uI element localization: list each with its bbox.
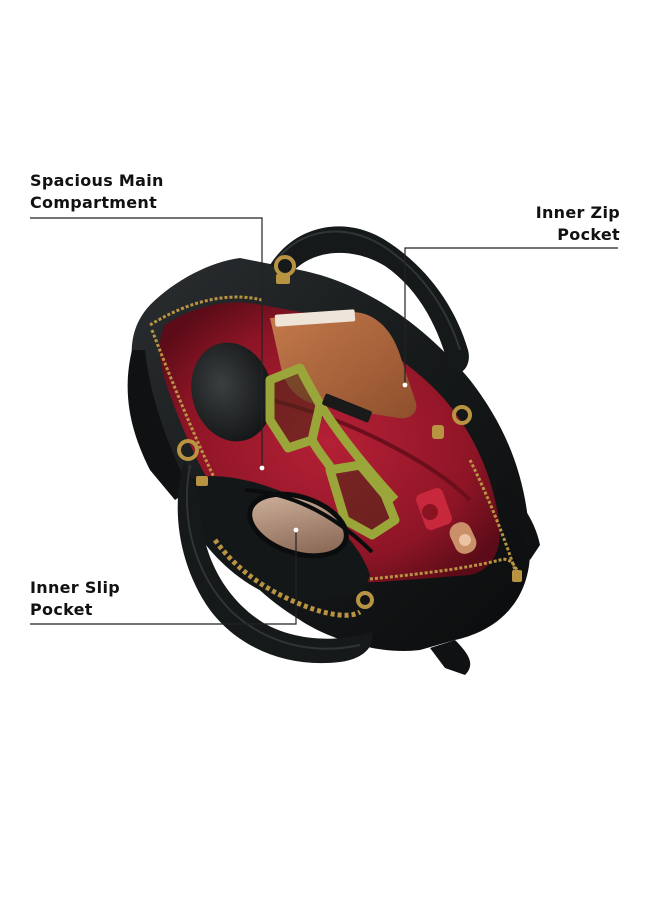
lipstick <box>449 522 477 554</box>
callout-slip-line2: Pocket <box>30 600 93 619</box>
hardware-clasps <box>196 274 522 582</box>
callout-inner-slip-pocket: Inner Slip Pocket <box>30 577 120 621</box>
brand-tag <box>322 393 372 423</box>
top-handle <box>270 226 469 374</box>
compact-mirror <box>191 342 273 442</box>
sunglasses <box>265 363 400 540</box>
callout-main-line1: Spacious Main <box>30 171 164 190</box>
leader-inner-slip-pocket <box>30 530 297 625</box>
zipper <box>149 295 522 582</box>
callout-main-line2: Compartment <box>30 193 158 212</box>
callout-main-compartment: Spacious Main Compartment <box>30 170 164 214</box>
leader-main-compartment <box>30 217 263 468</box>
perfume-bottle <box>416 488 452 530</box>
callout-slip-line1: Inner Slip <box>30 578 120 597</box>
callout-zip-line2: Pocket <box>557 225 620 244</box>
callout-zip-line1: Inner Zip <box>535 203 620 222</box>
front-handle <box>177 460 373 664</box>
callout-inner-zip-pocket: Inner Zip Pocket <box>536 202 620 246</box>
leader-lines <box>30 217 618 625</box>
front-flap <box>185 476 374 601</box>
chain-strap <box>212 538 362 618</box>
leader-inner-zip-pocket <box>404 247 618 385</box>
